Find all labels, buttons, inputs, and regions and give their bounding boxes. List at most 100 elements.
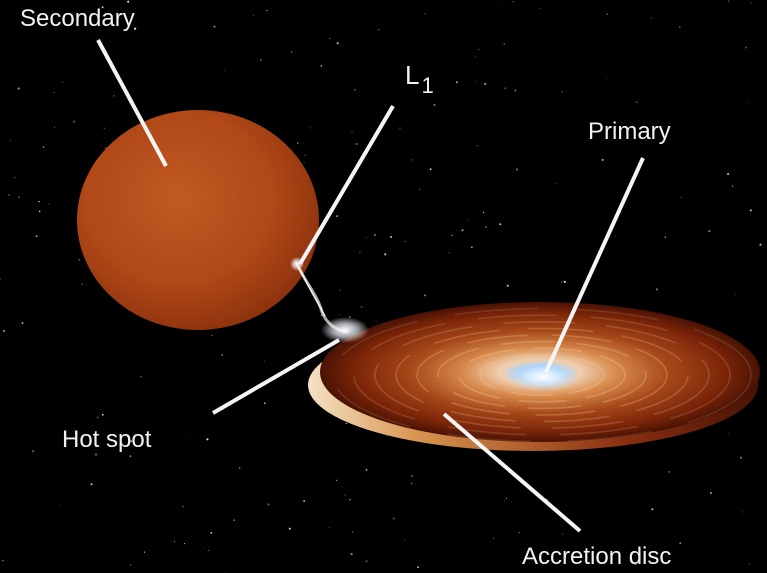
star — [253, 15, 255, 17]
star — [423, 294, 427, 297]
star — [482, 211, 485, 214]
star — [651, 17, 653, 19]
star — [748, 562, 751, 565]
star — [606, 13, 608, 15]
disc-ring — [416, 334, 668, 416]
star — [354, 88, 356, 91]
star — [320, 65, 323, 67]
star — [399, 127, 401, 129]
star — [679, 542, 681, 544]
star — [493, 537, 494, 539]
star — [411, 159, 413, 161]
star — [48, 203, 50, 205]
star — [81, 283, 83, 286]
star — [484, 226, 488, 229]
primary-star-core — [505, 363, 581, 391]
star — [726, 172, 730, 176]
star — [476, 145, 479, 147]
star — [328, 526, 330, 529]
star — [42, 146, 45, 148]
star — [471, 246, 473, 248]
star — [709, 492, 712, 494]
star — [561, 91, 563, 93]
star — [213, 25, 216, 28]
star — [515, 168, 519, 171]
star — [474, 56, 476, 58]
star — [750, 2, 752, 4]
star — [512, 1, 514, 3]
star — [266, 9, 268, 12]
star — [309, 127, 312, 129]
star — [424, 13, 426, 15]
star — [73, 120, 76, 123]
star — [7, 194, 10, 196]
hot-spot — [321, 317, 369, 343]
star — [728, 432, 730, 434]
star — [31, 450, 35, 453]
star — [351, 131, 353, 133]
star — [233, 519, 236, 521]
star — [374, 234, 376, 236]
star — [678, 26, 681, 28]
star — [21, 322, 24, 324]
star — [365, 560, 368, 563]
disc-ring — [458, 347, 626, 403]
star — [384, 253, 387, 256]
disc-ring — [500, 360, 584, 390]
star — [188, 431, 190, 433]
star — [225, 571, 227, 573]
star — [411, 482, 413, 484]
star — [514, 89, 517, 92]
hot-spot-leader-line — [211, 338, 341, 415]
star — [113, 95, 115, 97]
star — [221, 354, 224, 356]
star — [140, 376, 142, 378]
star — [90, 483, 93, 486]
disc-ring — [479, 353, 605, 396]
star — [749, 209, 752, 212]
star — [392, 517, 395, 520]
star — [304, 162, 306, 164]
star — [339, 314, 341, 316]
star — [615, 235, 617, 237]
star — [259, 59, 262, 61]
star — [297, 142, 299, 144]
star — [345, 422, 347, 425]
disc-ring — [437, 340, 647, 410]
star — [501, 3, 503, 5]
star — [680, 196, 682, 198]
star — [375, 320, 377, 322]
star — [505, 497, 508, 499]
star — [350, 552, 353, 556]
star — [336, 42, 339, 45]
star — [366, 237, 368, 239]
star — [455, 81, 458, 84]
star — [204, 547, 206, 549]
star — [448, 252, 450, 254]
star — [173, 540, 176, 543]
star — [708, 230, 711, 233]
star — [2, 329, 5, 332]
star — [53, 92, 55, 93]
star — [563, 280, 566, 284]
star — [359, 251, 361, 254]
star — [419, 188, 421, 190]
star — [477, 48, 480, 51]
star — [344, 494, 346, 496]
star — [484, 82, 487, 86]
star — [651, 508, 654, 511]
star — [742, 511, 744, 513]
star — [304, 154, 307, 157]
star — [210, 532, 213, 534]
star — [499, 223, 502, 226]
star — [94, 453, 98, 456]
star — [504, 87, 507, 90]
star — [267, 503, 270, 506]
star — [335, 479, 338, 482]
star — [263, 402, 266, 405]
star — [433, 103, 436, 107]
star — [38, 210, 41, 213]
star — [518, 531, 520, 534]
star — [739, 456, 743, 459]
secondary-label: Secondary — [20, 5, 135, 32]
